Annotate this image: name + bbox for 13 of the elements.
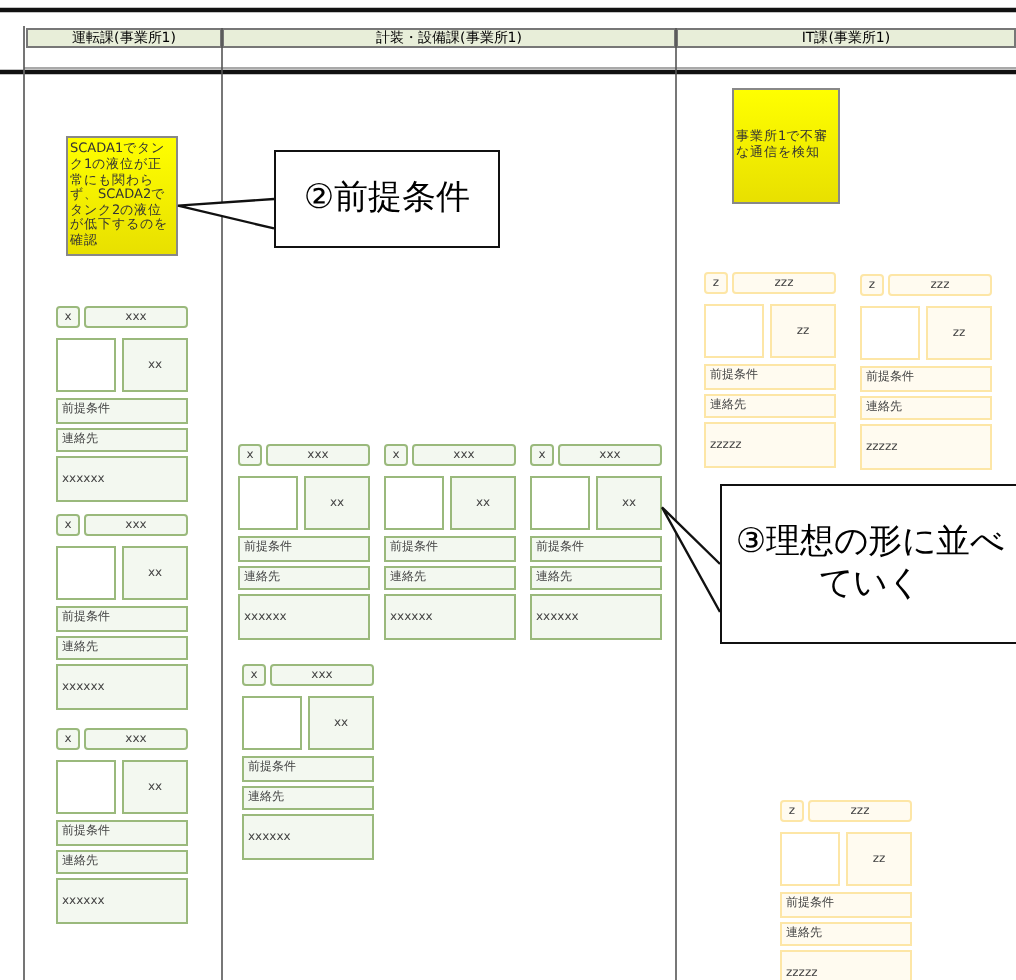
- card-field: [238, 476, 298, 530]
- card-field: [56, 338, 116, 392]
- card-field: [242, 696, 302, 750]
- card-field: [530, 476, 590, 530]
- card-field: [384, 476, 444, 530]
- card-field: [704, 304, 764, 358]
- callout-pointer: [660, 506, 722, 614]
- card-field: [56, 546, 116, 600]
- card-field: [860, 306, 920, 360]
- callout-box: ②前提条件: [274, 150, 500, 248]
- card-field: [56, 760, 116, 814]
- callout-pointer: [176, 197, 276, 230]
- card-field: [780, 832, 840, 886]
